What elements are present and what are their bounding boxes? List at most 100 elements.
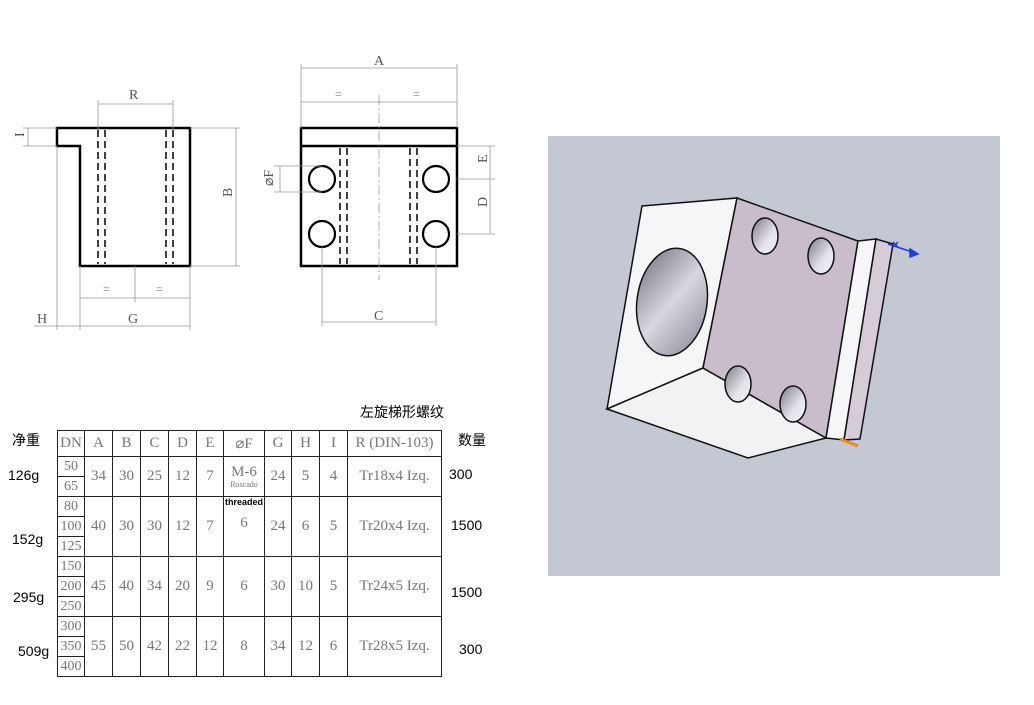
- row-weight: 509g: [18, 643, 50, 659]
- bolt-hole-3d: [779, 385, 807, 423]
- bolt-hole: [307, 219, 337, 249]
- cell-B: 30: [112, 456, 141, 497]
- cell-F: 6: [223, 556, 265, 617]
- col-header: E: [196, 430, 224, 457]
- bolt-hole-3d: [751, 217, 779, 255]
- col-header: H: [291, 430, 320, 457]
- part-flange-end: [843, 238, 894, 441]
- label-B: B: [221, 188, 236, 197]
- label-F: ⌀F: [262, 170, 277, 186]
- col-header: G: [264, 430, 292, 457]
- front-view: A = = E ⌀F D C: [262, 54, 495, 326]
- cell-C: 34: [140, 556, 169, 617]
- label-eq-front-1: =: [335, 87, 342, 101]
- cell-A: 40: [84, 496, 113, 557]
- table-header-row: DN A B C D E ⌀F G H I R (DIN-103): [57, 430, 442, 457]
- edge-highlight: [839, 437, 859, 448]
- cell-C: 30: [140, 496, 169, 557]
- weight-header: 净重: [12, 432, 40, 448]
- thread-type-title: 左旋梯形螺纹: [360, 404, 444, 420]
- label-C: C: [374, 309, 383, 324]
- cell-R: Tr24x5 Izq.: [347, 556, 442, 617]
- row-quantity: 300: [449, 466, 473, 482]
- cell-B: 40: [112, 556, 141, 617]
- cell-A: 45: [84, 556, 113, 617]
- row-weight: 295g: [13, 589, 45, 605]
- bolt-hole-3d: [724, 365, 752, 403]
- cell-H: 5: [291, 456, 320, 497]
- cell-B: 30: [112, 496, 141, 557]
- label-G: G: [128, 312, 138, 327]
- label-A: A: [374, 54, 385, 69]
- cell-H: 6: [291, 496, 320, 557]
- cell-E: 7: [196, 456, 224, 497]
- side-view: R I B = = H G: [13, 88, 240, 330]
- quantity-header: 数量: [458, 432, 486, 448]
- label-H: H: [37, 312, 47, 327]
- cell-E: 9: [196, 556, 224, 617]
- cell-D: 12: [168, 496, 197, 557]
- cell-D: 20: [168, 556, 197, 617]
- col-header: D: [168, 430, 197, 457]
- col-header: ⌀F: [223, 430, 265, 457]
- row-weight: 152g: [12, 531, 44, 547]
- cell-C: 42: [140, 616, 169, 677]
- label-R: R: [129, 88, 139, 103]
- cell-I: 5: [319, 496, 348, 557]
- part-3d-render: [548, 136, 1000, 576]
- cell-B: 50: [112, 616, 141, 677]
- main-bore: [635, 247, 709, 357]
- side-view-dimensions: [23, 100, 240, 330]
- cell-I: 5: [319, 556, 348, 617]
- label-E: E: [476, 154, 491, 163]
- cell-C: 25: [140, 456, 169, 497]
- cell-G: 34: [264, 616, 292, 677]
- label-eq-side-2: =: [156, 282, 163, 296]
- cell-R: Tr28x5 Izq.: [347, 616, 442, 677]
- bolt-hole: [421, 219, 451, 249]
- label-I: I: [13, 132, 28, 137]
- col-header: A: [84, 430, 113, 457]
- cell-E: 12: [196, 616, 224, 677]
- col-header: C: [140, 430, 169, 457]
- cell-A: 55: [84, 616, 113, 677]
- bolt-hole: [307, 164, 337, 194]
- axis-triad-icon: [887, 241, 920, 259]
- cell-D: 12: [168, 456, 197, 497]
- hidden-thread-lines: [97, 130, 174, 264]
- cell-G: 30: [264, 556, 292, 617]
- cell-R: Tr18x4 Izq.: [347, 456, 442, 497]
- bolt-hole-3d: [807, 237, 835, 275]
- cell-G: 24: [264, 456, 292, 497]
- col-header: DN: [57, 430, 85, 457]
- col-header: I: [319, 430, 348, 457]
- part-3d-model: [604, 197, 920, 459]
- cell-F: 8: [223, 616, 265, 677]
- row-quantity: 1500: [451, 584, 483, 600]
- cell-I: 4: [319, 456, 348, 497]
- row-quantity: 1500: [451, 517, 483, 533]
- col-header: R (DIN-103): [347, 430, 442, 457]
- cell-E: 7: [196, 496, 224, 557]
- cell-R: Tr20x4 Izq.: [347, 496, 442, 557]
- cell-H: 10: [291, 556, 320, 617]
- row-weight: 126g: [8, 467, 40, 483]
- cell-I: 6: [319, 616, 348, 677]
- label-D: D: [476, 197, 491, 207]
- cell-G: 24: [264, 496, 292, 557]
- side-view-outline: [55, 126, 192, 268]
- cell-D: 22: [168, 616, 197, 677]
- label-eq-side-1: =: [103, 282, 110, 296]
- label-eq-front-2: =: [413, 87, 420, 101]
